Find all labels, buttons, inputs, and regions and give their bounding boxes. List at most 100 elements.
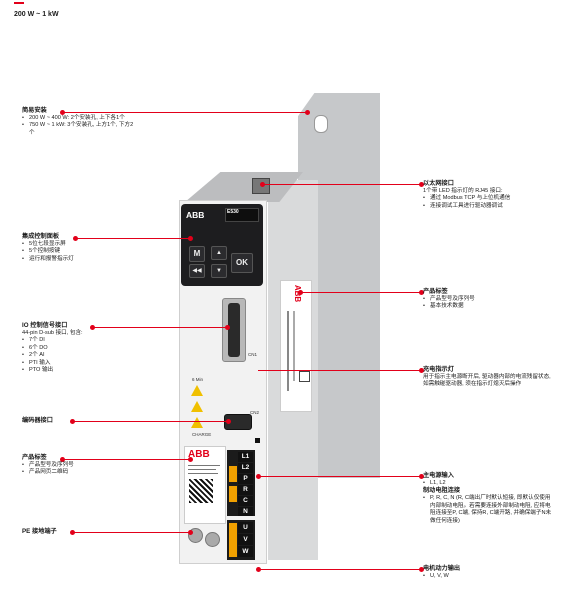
- warning-icon: [191, 385, 203, 396]
- leader-line: [75, 238, 190, 239]
- callout-item: 基本技术数据: [423, 303, 475, 311]
- leader-line: [262, 184, 422, 185]
- qr-code: [189, 479, 213, 503]
- leader-dot: [60, 457, 65, 462]
- callout-encoder: 编码器接口: [22, 417, 53, 425]
- terminal-l1: L1: [238, 452, 253, 462]
- callout-title: 产品标签: [22, 454, 47, 461]
- leader-dot: [419, 182, 424, 187]
- front-label-text: [188, 465, 220, 466]
- callout-panel: 集成控制面板 5位七段显示屏 5个控制按键 运行和报警指示灯: [22, 233, 74, 264]
- callout-pe: PE 接地端子: [22, 528, 57, 536]
- ce-mark: [299, 371, 310, 382]
- warning-icon: [191, 417, 203, 428]
- callout-item: U, V, W: [423, 573, 460, 581]
- callout-item: 750 W ~ 1 kW: 3个安装孔, 上方1个, 下方2个: [22, 122, 134, 137]
- callout-label-right: 产品标签 产品型号及序列号 基本技术数据: [423, 288, 475, 311]
- callout-item: L1, L2: [423, 480, 553, 488]
- page-title: 200 W ~ 1 kW: [14, 11, 59, 18]
- leader-dot: [298, 290, 303, 295]
- callout-install: 简易安装 200 W ~ 400 W: 2个安装孔, 上下各1个 750 W ~…: [22, 107, 134, 137]
- leader-line: [72, 421, 228, 422]
- mode-key[interactable]: M: [189, 246, 205, 262]
- leader-line: [62, 459, 190, 460]
- jumper-tab: [229, 466, 237, 482]
- jumper-tab: [229, 486, 237, 502]
- leader-line: [72, 532, 190, 533]
- callout-ethernet: 以太网接口 1个带 LED 指示灯的 RJ45 接口: 通过 Modbus TC…: [423, 180, 510, 211]
- callout-item: PTI 输入: [22, 360, 83, 368]
- callout-item: P, R, C, N (R, C端出厂时默认短接, 即默认仅使用内部制动电阻。若…: [423, 495, 553, 525]
- callout-item: 200 W ~ 400 W: 2个安装孔, 上下各1个: [22, 115, 134, 123]
- leader-dot: [90, 325, 95, 330]
- front-label-logo: ABB: [188, 449, 210, 460]
- model-label: E530: [227, 209, 239, 215]
- callout-item: 产品型号及序列号: [423, 296, 475, 304]
- callout-title: 以太网接口: [423, 180, 454, 187]
- leader-line: [92, 327, 227, 328]
- side-label-text: [287, 311, 289, 391]
- callout-item: 6个 DO: [22, 345, 83, 353]
- side-label-text: [293, 311, 295, 381]
- charge-label: CHARGE: [192, 432, 212, 437]
- cn2-label: CN2: [250, 410, 260, 415]
- callout-item: 通过 Modbus TCP 与上位机通信: [423, 195, 510, 203]
- leader-dot: [188, 530, 193, 535]
- terminal-n: N: [238, 507, 253, 516]
- callout-title: PE 接地端子: [22, 528, 57, 535]
- front-label-text: [188, 469, 216, 470]
- leader-line: [258, 476, 422, 477]
- callout-title: 简易安装: [22, 107, 47, 114]
- terminal-v: V: [238, 534, 253, 545]
- leader-dot: [225, 325, 230, 330]
- panel-logo: ABB: [186, 210, 205, 220]
- leader-dot: [305, 110, 310, 115]
- leader-dot: [256, 474, 261, 479]
- leader-dot: [73, 236, 78, 241]
- leader-dot: [256, 567, 261, 572]
- callout-item: 产品网页二维码: [22, 469, 74, 477]
- callout-power-input: 主电源输入 L1, L2 制动电阻连接 P, R, C, N (R, C端出厂时…: [423, 472, 553, 525]
- leader-line: [62, 112, 308, 113]
- leader-dot: [70, 530, 75, 535]
- leader-dot: [70, 419, 75, 424]
- cn2-encoder-connector[interactable]: [224, 414, 252, 430]
- down-key[interactable]: ▼: [211, 264, 227, 278]
- up-key[interactable]: ▲: [211, 246, 227, 260]
- leader-dot: [60, 110, 65, 115]
- warning-icon: [191, 401, 203, 412]
- leader-dot: [419, 474, 424, 479]
- callout-title: 充电指示灯: [423, 366, 454, 373]
- motor-terminal-tabs: [229, 523, 237, 557]
- leader-dot: [419, 290, 424, 295]
- callout-title: IO 控制信号接口: [22, 322, 68, 329]
- callout-item: 5位七段显示屏: [22, 241, 74, 249]
- callout-item: 运行和报警指示灯: [22, 256, 74, 264]
- leader-dot: [188, 457, 193, 462]
- charge-led: [255, 438, 260, 443]
- terminal-p: P: [238, 474, 253, 484]
- leader-dot: [226, 419, 231, 424]
- cn1-dsub-connector[interactable]: [222, 298, 246, 362]
- callout-item: 产品型号及序列号: [22, 462, 74, 470]
- terminal-u: U: [238, 522, 253, 533]
- leader-dot: [260, 182, 265, 187]
- callout-title: 编码器接口: [22, 417, 53, 424]
- callout-title-2: 制动电阻连接: [423, 487, 461, 495]
- dsub-pins: [228, 303, 240, 357]
- callout-desc: 1个带 LED 指示灯的 RJ45 接口:: [423, 188, 503, 194]
- shift-key[interactable]: ◀◀: [189, 264, 205, 278]
- callout-desc: 用于指示主电源断开后, 驱动器内部的电流残留状态, 如需触碰驱动器, 须在指示灯…: [423, 374, 551, 388]
- pe-screw[interactable]: [205, 532, 220, 547]
- leader-dot: [188, 236, 193, 241]
- terminal-l2: L2: [238, 463, 253, 473]
- leader-line: [258, 370, 422, 371]
- callout-item: PTO 输出: [22, 367, 83, 375]
- leader-dot: [419, 368, 424, 373]
- mounting-hole: [314, 115, 328, 133]
- ok-key[interactable]: OK: [231, 253, 253, 273]
- callout-title: 电机动力输出: [423, 565, 461, 572]
- terminal-r: R: [238, 485, 253, 495]
- callout-title: 产品标签: [423, 288, 448, 295]
- callout-label-left: 产品标签 产品型号及序列号 产品网页二维码: [22, 454, 74, 477]
